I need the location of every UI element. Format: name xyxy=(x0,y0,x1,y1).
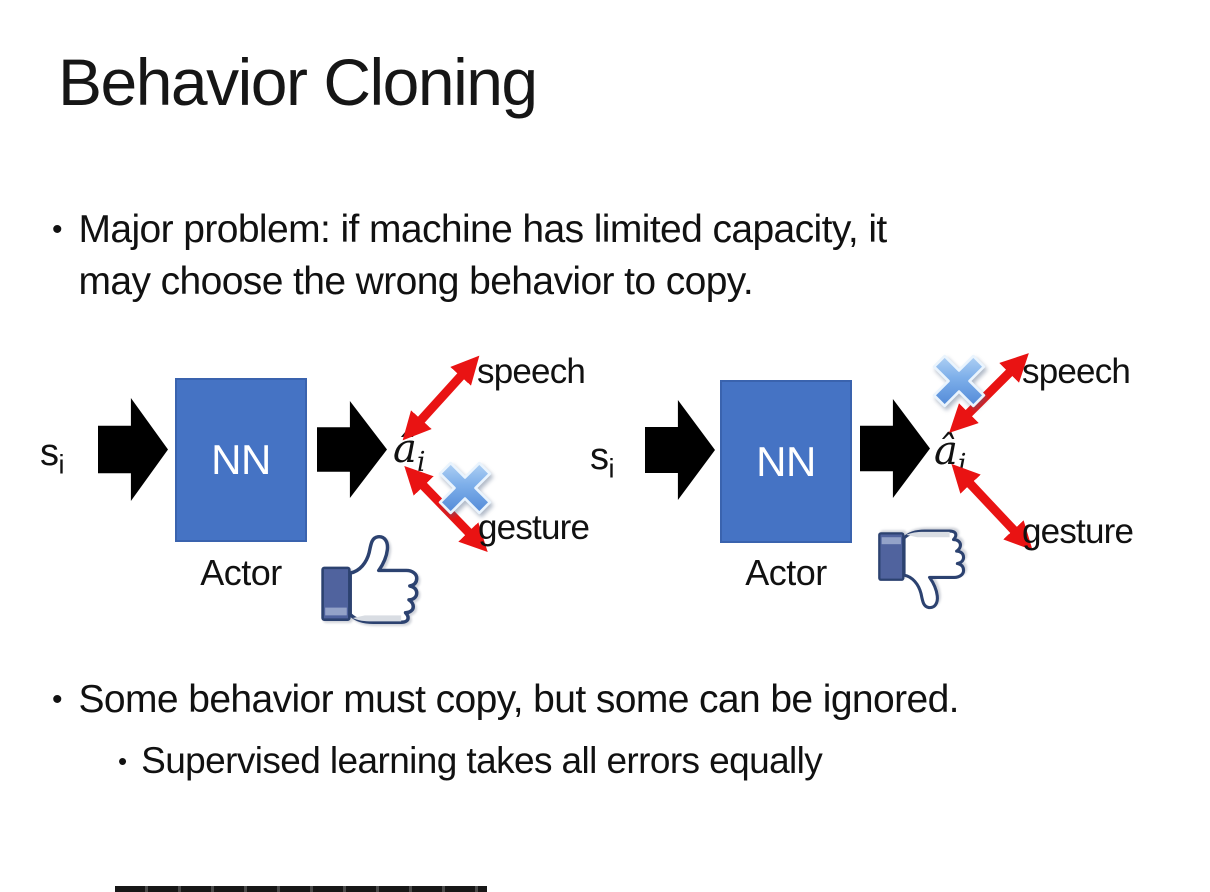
cross-icon xyxy=(438,461,492,515)
state-label: si xyxy=(590,436,614,484)
gesture-relation-arrow-icon xyxy=(951,463,1033,551)
actor-label: Actor xyxy=(200,552,282,593)
thumbs-down-icon xyxy=(878,529,966,610)
bullet-marker: • xyxy=(52,683,63,716)
bullet-supervised-learning: • Supervised learning takes all errors e… xyxy=(118,736,1118,786)
bullet-marker: • xyxy=(52,213,63,246)
slide-title: Behavior Cloning xyxy=(58,45,538,119)
bottom-cutoff-line xyxy=(115,886,487,892)
input-arrow-icon xyxy=(645,400,715,500)
gesture-label: gesture xyxy=(1022,512,1134,551)
thumbs-up-icon xyxy=(321,535,419,624)
bullet-marker: • xyxy=(118,746,128,776)
bullet-major-problem-text: Major problem: if machine has limited ca… xyxy=(78,208,888,303)
nn-label: NN xyxy=(756,437,816,485)
speech-relation-arrow-icon xyxy=(402,355,480,441)
bullet-major-problem: • Major problem: if machine has limited … xyxy=(52,204,1102,308)
gesture-label: gesture xyxy=(478,508,590,547)
state-label: si xyxy=(40,432,64,480)
actor-label: Actor xyxy=(745,552,827,593)
speech-label: speech xyxy=(1022,352,1131,391)
bullet-some-behavior: • Some behavior must copy, but some can … xyxy=(52,674,1152,726)
nn-box: NN xyxy=(175,378,307,542)
bullet-some-behavior-text: Some behavior must copy, but some can be… xyxy=(78,678,960,721)
input-arrow-icon xyxy=(98,398,168,501)
nn-label: NN xyxy=(211,436,271,483)
output-arrow-icon xyxy=(860,399,930,498)
speech-label: speech xyxy=(477,352,586,391)
cross-icon xyxy=(932,354,986,408)
output-arrow-icon xyxy=(317,401,387,498)
speech-relation-arrow-icon xyxy=(949,353,1029,433)
bullet-supervised-learning-text: Supervised learning takes all errors equ… xyxy=(141,740,823,781)
nn-box: NN xyxy=(720,380,852,543)
